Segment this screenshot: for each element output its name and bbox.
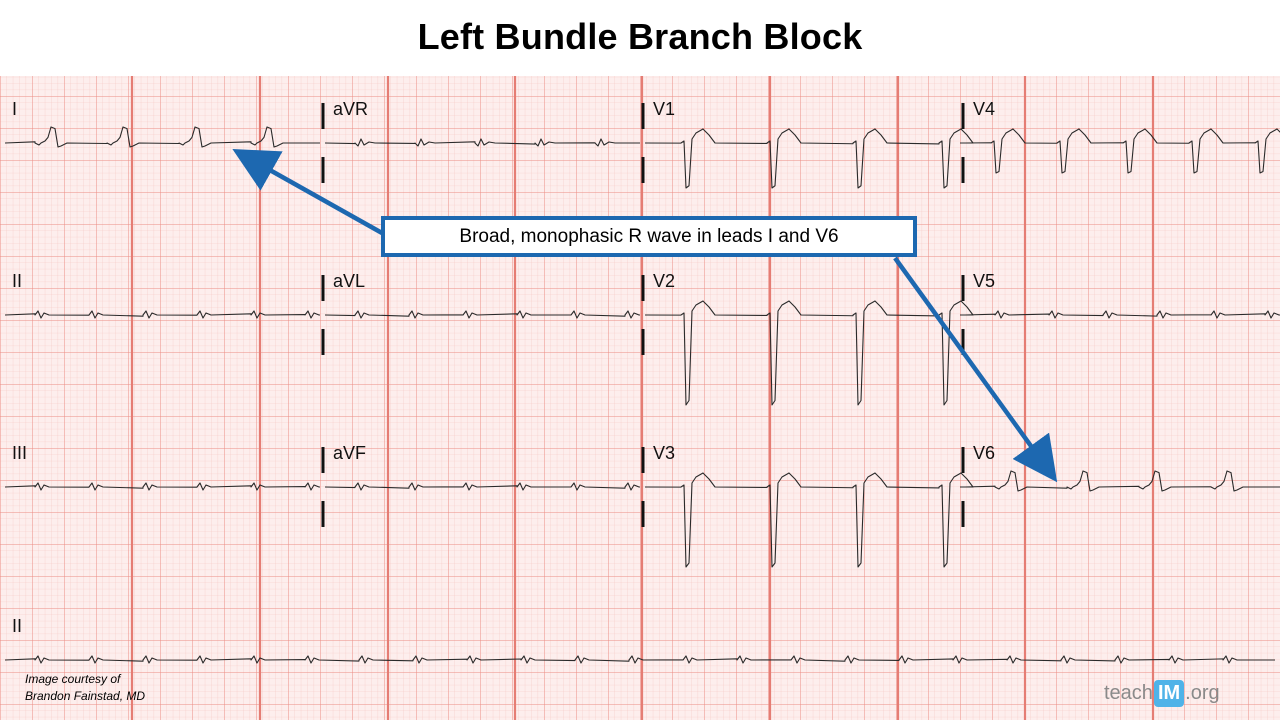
- lead-label-aVF: aVF: [333, 443, 366, 463]
- trace-lead-II: [4, 655, 1275, 664]
- lead-label-V5: V5: [973, 271, 995, 291]
- logo-prefix: teach: [1104, 682, 1153, 704]
- trace-lead-aVL: [324, 310, 640, 319]
- callout-arrow-lead-I: [232, 148, 384, 235]
- lead-label-III: III: [12, 443, 27, 463]
- lead-label-aVL: aVL: [333, 271, 365, 291]
- credit-line-2: Brandon Fainstad, MD: [25, 689, 146, 703]
- trace-lead-V1: [644, 128, 974, 189]
- callout-arrow-lead-V6: [893, 256, 1058, 483]
- lead-label-II: II: [12, 616, 22, 636]
- lead-label-V6: V6: [973, 443, 995, 463]
- lead-label-V4: V4: [973, 99, 995, 119]
- trace-lead-V2: [644, 300, 974, 406]
- logo-badge: IM: [1153, 680, 1185, 707]
- callout-text: Broad, monophasic R wave in leads I and …: [459, 225, 839, 247]
- trace-lead-aVF: [324, 482, 640, 491]
- annotation-callout: Broad, monophasic R wave in leads I and …: [381, 216, 917, 257]
- logo-suffix: .org: [1185, 682, 1220, 704]
- lead-label-aVR: aVR: [333, 99, 368, 119]
- credit-line-1: Image courtesy of: [25, 672, 121, 686]
- teachim-logo: teach IM .org: [1104, 680, 1220, 707]
- trace-lead-V5: [964, 310, 1280, 319]
- image-credit: Image courtesy of Brandon Fainstad, MD: [25, 671, 145, 705]
- slide-title: Left Bundle Branch Block: [417, 16, 863, 57]
- trace-lead-V4: [964, 128, 1280, 174]
- lead-label-V3: V3: [653, 443, 675, 463]
- trace-lead-II: [4, 310, 320, 319]
- ecg-grid: [0, 76, 1280, 720]
- lead-label-II: II: [12, 271, 22, 291]
- lead-label-V2: V2: [653, 271, 675, 291]
- lead-label-I: I: [12, 99, 17, 119]
- trace-lead-V3: [644, 472, 974, 568]
- trace-lead-aVR: [324, 138, 640, 147]
- lead-separator-markers: [321, 103, 965, 527]
- trace-lead-III: [4, 482, 320, 491]
- ecg-bold-gridlines: [130, 76, 1155, 720]
- lead-label-V1: V1: [653, 99, 675, 119]
- trace-lead-I: [4, 126, 320, 148]
